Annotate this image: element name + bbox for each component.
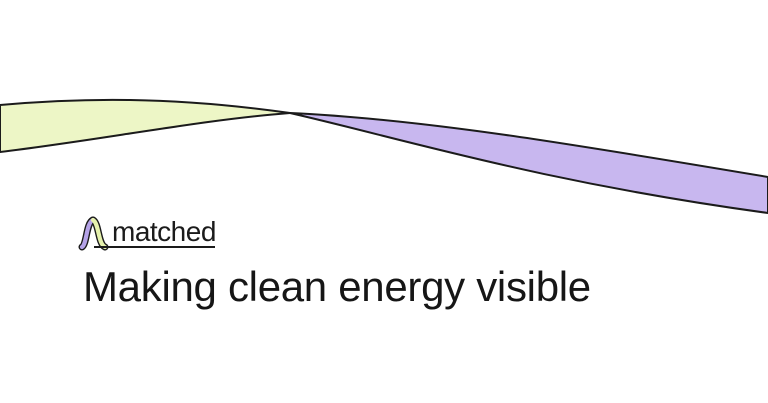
left-wave-shape [0, 98, 291, 153]
logo: matched [78, 215, 216, 251]
logo-underline [94, 246, 215, 248]
right-wave-shape [289, 112, 768, 214]
page-headline: Making clean energy visible [83, 263, 591, 310]
logo-wordmark: matched [112, 216, 216, 247]
bell-curve-right-stroke [90, 217, 108, 250]
bell-curve-icon [78, 216, 109, 251]
